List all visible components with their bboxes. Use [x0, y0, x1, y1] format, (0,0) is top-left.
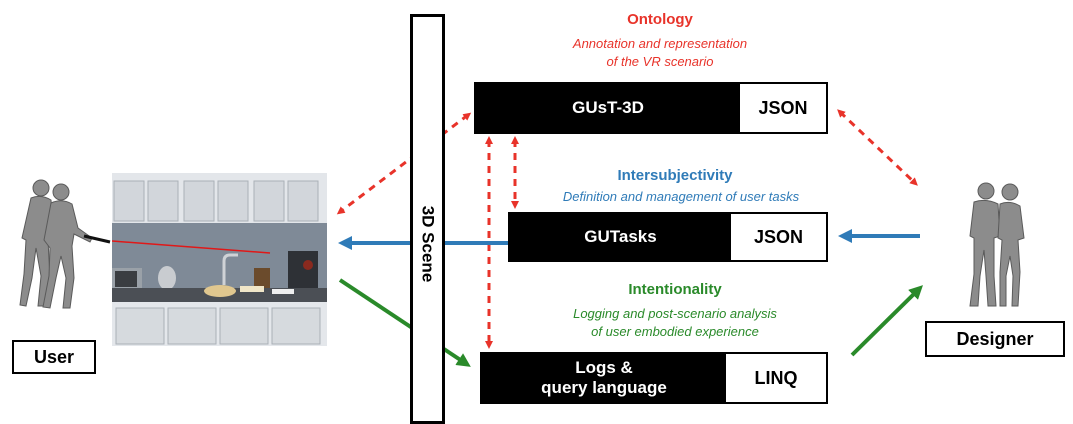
gutasks-format-label: JSON	[753, 226, 804, 247]
intentionality-subtitle-2: of user embodied experience	[591, 324, 759, 339]
intersubjectivity-subtitle: Definition and management of user tasks	[562, 189, 800, 204]
intentionality-subtitle-1: Logging and post-scenario analysis	[573, 306, 777, 321]
vr-kitchen-image	[112, 173, 327, 346]
user-silhouette	[19, 179, 111, 309]
intersubjectivity-title: Intersubjectivity	[617, 167, 733, 184]
gutasks-label: GUTasks	[584, 227, 657, 246]
ontology-title: Ontology	[627, 11, 693, 28]
user-label-box: User	[12, 340, 96, 374]
gust3d-label: GUsT-3D	[572, 98, 644, 117]
gust3d-format-label: JSON	[758, 97, 808, 118]
designer-silhouette	[969, 182, 1025, 307]
designer-label-box: Designer	[925, 321, 1065, 357]
linq-format-label: LINQ	[754, 367, 798, 388]
ontology-subtitle-1: Annotation and representation	[572, 36, 748, 51]
arrow-gust-to-image	[336, 112, 472, 215]
gust3d-bar: GUsT-3D	[474, 82, 742, 134]
logs-label-1: Logs &	[575, 358, 633, 377]
scene-label: 3D Scene	[418, 205, 438, 283]
gutasks-format-box: JSON	[731, 212, 828, 262]
designer-label: Designer	[956, 328, 1034, 349]
arrow-logs-to-designer	[850, 285, 923, 357]
linq-format-box: LINQ	[726, 352, 828, 404]
intentionality-title: Intentionality	[628, 281, 722, 298]
gutasks-bar: GUTasks	[508, 212, 733, 262]
arrow-gust-to-designer	[837, 109, 918, 186]
logs-bar: Logs & query language	[480, 352, 728, 404]
gust3d-format-box: JSON	[740, 82, 828, 134]
ontology-subtitle-2: of the VR scenario	[606, 54, 714, 69]
logs-label-2: query language	[541, 378, 667, 397]
user-label: User	[33, 346, 75, 367]
